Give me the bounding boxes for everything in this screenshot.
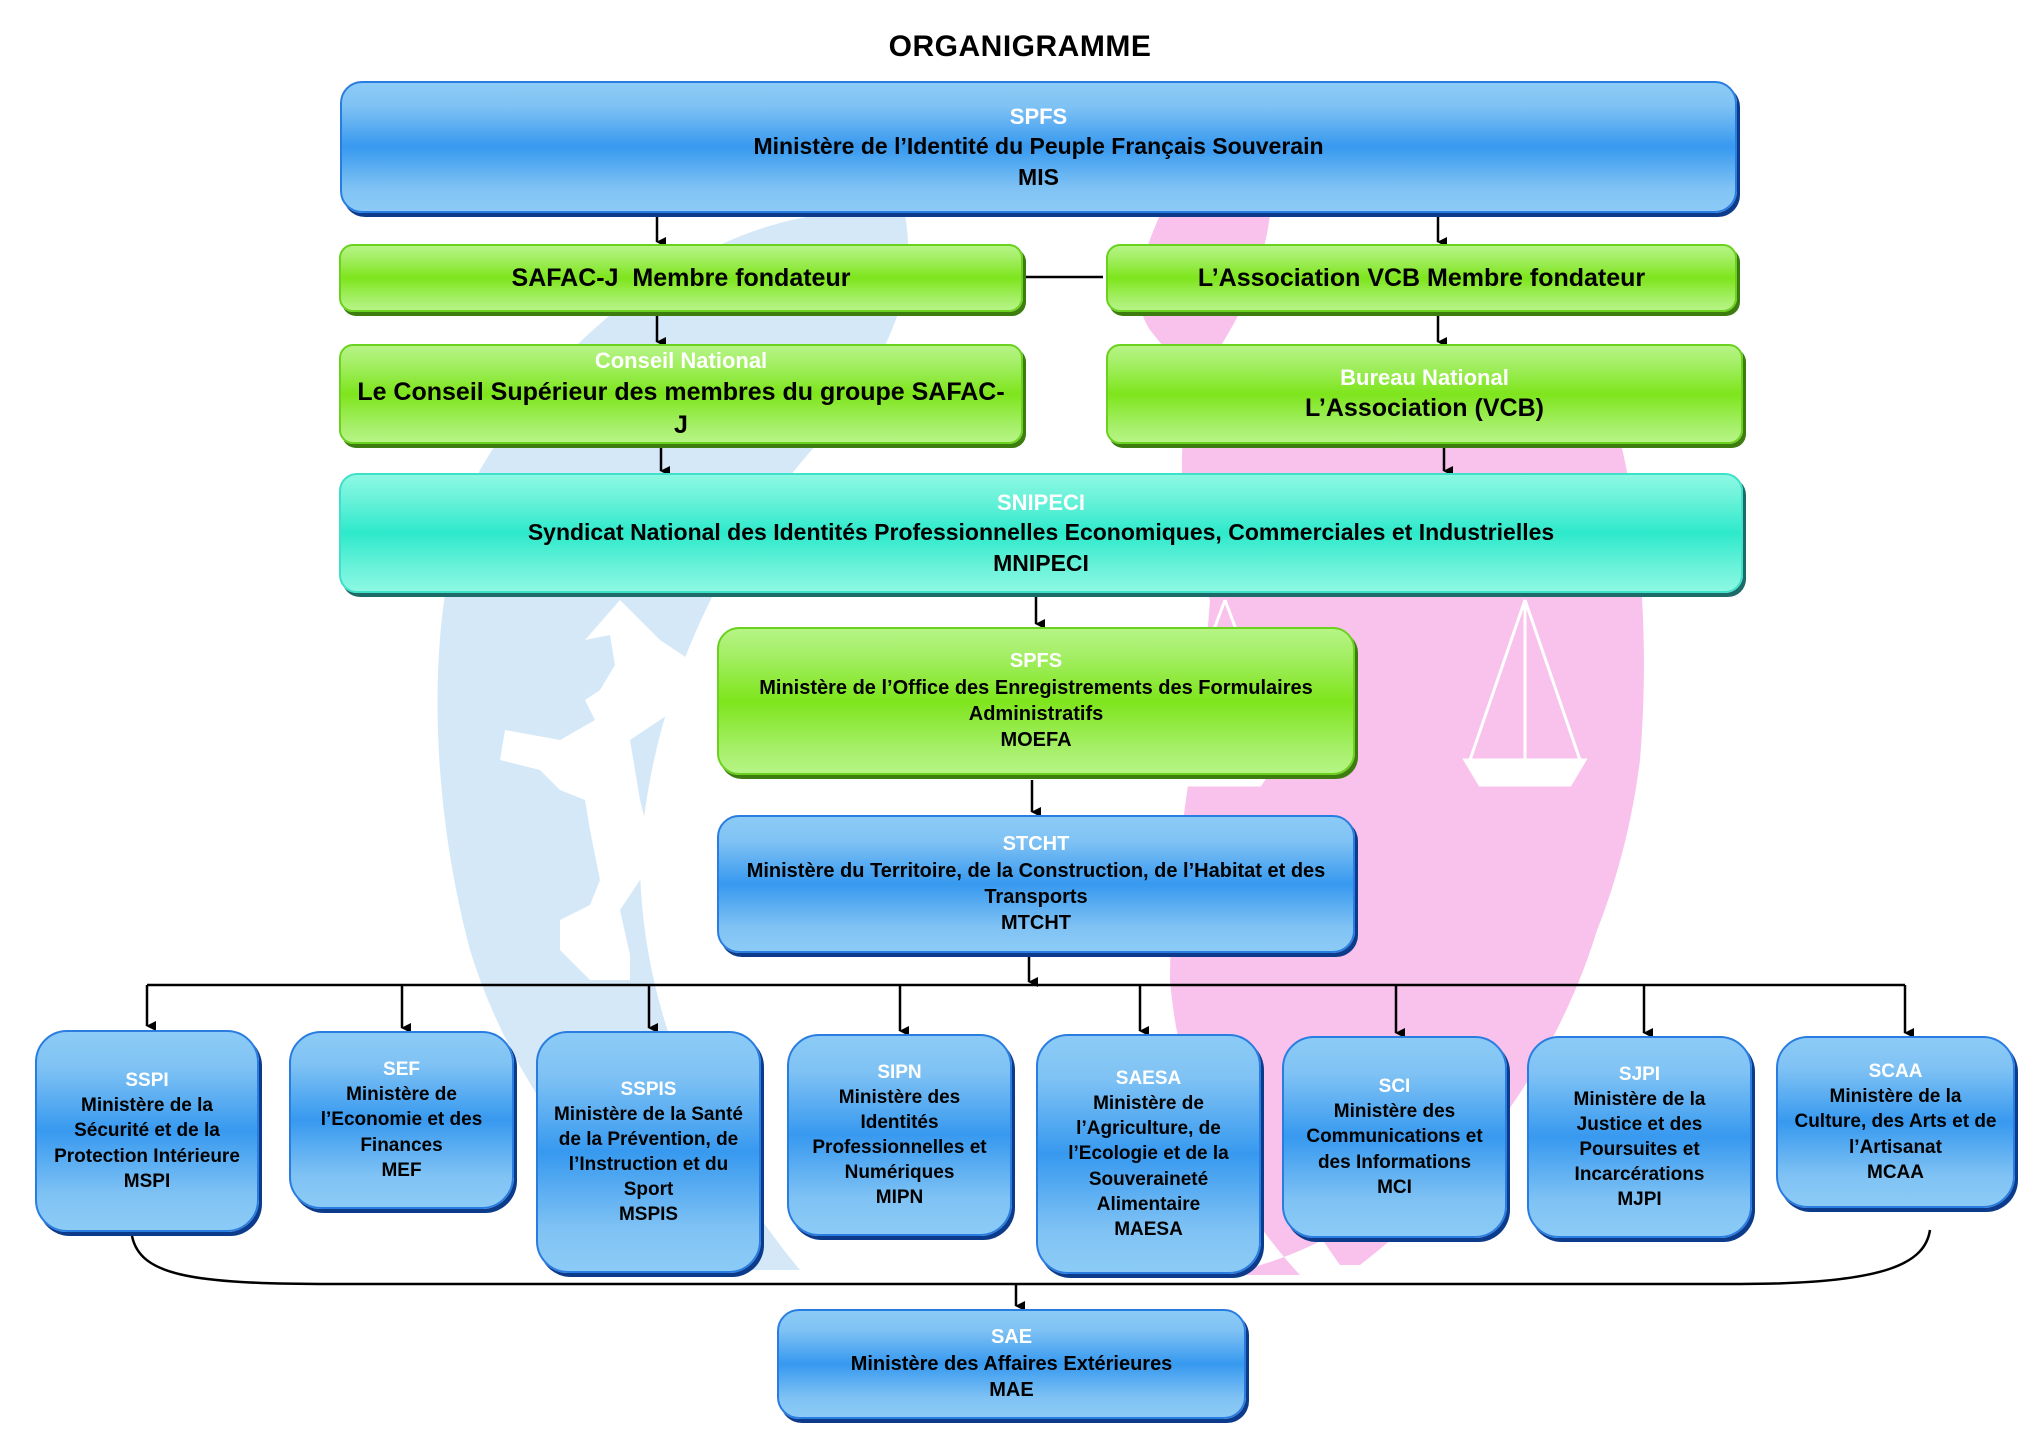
node-abbr: MJPI [1617, 1189, 1662, 1211]
node-ministry-sspi[interactable]: SSPI Ministère de la Sécurité et de la P… [35, 1030, 259, 1232]
node-bureau-national[interactable]: Bureau National L’Association (VCB) [1106, 344, 1743, 444]
node-name: Ministère de l’Agriculture, de l’Ecologi… [1068, 1093, 1229, 1215]
node-code: Bureau National [1340, 364, 1509, 390]
node-name: Ministère des Affaires Extérieures [850, 1352, 1173, 1375]
node-code: STCHT [1002, 833, 1070, 856]
node-sae[interactable]: SAE Ministère des Affaires Extérieures M… [777, 1309, 1246, 1419]
node-code: SJPI [1618, 1063, 1661, 1085]
node-stcht[interactable]: STCHT Ministère du Territoire, de la Con… [717, 815, 1355, 953]
node-code: SAE [990, 1326, 1033, 1349]
node-ministry-sjpi[interactable]: SJPI Ministère de la Justice et des Pour… [1527, 1036, 1752, 1238]
node-abbr: MCAA [1867, 1161, 1924, 1183]
node-conseil-national[interactable]: Conseil National Le Conseil Supérieur de… [339, 344, 1023, 444]
node-name: Ministère de la Santé de la Prévention, … [553, 1103, 743, 1201]
node-ministry-sef[interactable]: SEF Ministère de l’Economie et des Finan… [289, 1031, 514, 1209]
node-safacj-founder[interactable]: SAFAC-J Membre fondateur [339, 244, 1023, 312]
node-name: Ministère du Territoire, de la Construct… [746, 859, 1326, 908]
node-abbr: MAESA [1114, 1218, 1183, 1240]
node-moefa[interactable]: SPFS Ministère de l’Office des Enregistr… [717, 627, 1355, 775]
node-ministry-sci[interactable]: SCI Ministère des Communications et des … [1282, 1036, 1507, 1238]
node-code: SNIPECI [996, 490, 1086, 516]
node-name: L’Association (VCB) [1305, 394, 1544, 423]
node-abbr: MIS [1018, 163, 1059, 190]
node-name: SAFAC-J Membre fondateur [511, 263, 851, 292]
node-abbr: MEF [381, 1159, 422, 1181]
node-code: Conseil National [594, 348, 768, 374]
node-code: SSPI [125, 1070, 169, 1092]
node-code: SCAA [1868, 1061, 1923, 1083]
node-name: L’Association VCB Membre fondateur [1197, 263, 1646, 292]
node-abbr: MOEFA [1000, 729, 1072, 752]
node-ministry-sspis[interactable]: SSPIS Ministère de la Santé de la Préven… [536, 1031, 761, 1273]
node-code: SCI [1378, 1076, 1411, 1098]
node-name: Ministère des Communications et des Info… [1306, 1101, 1483, 1173]
node-name: Ministère de l’Office des Enregistrement… [759, 676, 1313, 725]
node-name: Ministère de la Justice et des Poursuite… [1573, 1088, 1706, 1186]
node-name: Ministère des Identités Professionnelles… [812, 1086, 987, 1184]
map-silhouette-icon [500, 600, 690, 980]
node-abbr: MCI [1377, 1176, 1412, 1198]
node-code: SIPN [877, 1061, 922, 1083]
node-vcb-founder[interactable]: L’Association VCB Membre fondateur [1106, 244, 1737, 312]
node-ministry-sipn[interactable]: SIPN Ministère des Identités Professionn… [787, 1034, 1012, 1236]
node-code: SPFS [1009, 104, 1068, 130]
node-spfs-mis[interactable]: SPFS Ministère de l’Identité du Peuple F… [340, 81, 1737, 213]
node-name: Ministère de la Sécurité et de la Protec… [54, 1095, 240, 1167]
node-name: Syndicat National des Identités Professi… [527, 519, 1555, 546]
node-code: SSPIS [620, 1078, 677, 1100]
node-abbr: MAE [989, 1379, 1034, 1402]
node-name: Ministère de l’Identité du Peuple França… [753, 133, 1324, 160]
node-code: SEF [383, 1059, 420, 1081]
page-title: ORGANIGRAMME [888, 30, 1152, 63]
node-code: SAESA [1115, 1068, 1182, 1090]
node-abbr: MIPN [875, 1187, 924, 1209]
node-name: Ministère de la Culture, des Arts et de … [1794, 1086, 1997, 1158]
node-code: SPFS [1009, 650, 1063, 673]
node-ministry-scaa[interactable]: SCAA Ministère de la Culture, des Arts e… [1776, 1036, 2015, 1208]
node-abbr: MSPIS [618, 1204, 679, 1226]
node-abbr: MTCHT [1001, 912, 1071, 935]
node-ministry-saesa[interactable]: SAESA Ministère de l’Agriculture, de l’E… [1036, 1034, 1261, 1274]
node-name: Ministère de l’Economie et des Finances [320, 1084, 483, 1156]
node-abbr: MSPI [123, 1170, 171, 1192]
node-name: Le Conseil Supérieur des membres du grou… [357, 377, 1005, 439]
node-snipeci[interactable]: SNIPECI Syndicat National des Identités … [339, 473, 1743, 593]
node-abbr: MNIPECI [993, 549, 1089, 576]
